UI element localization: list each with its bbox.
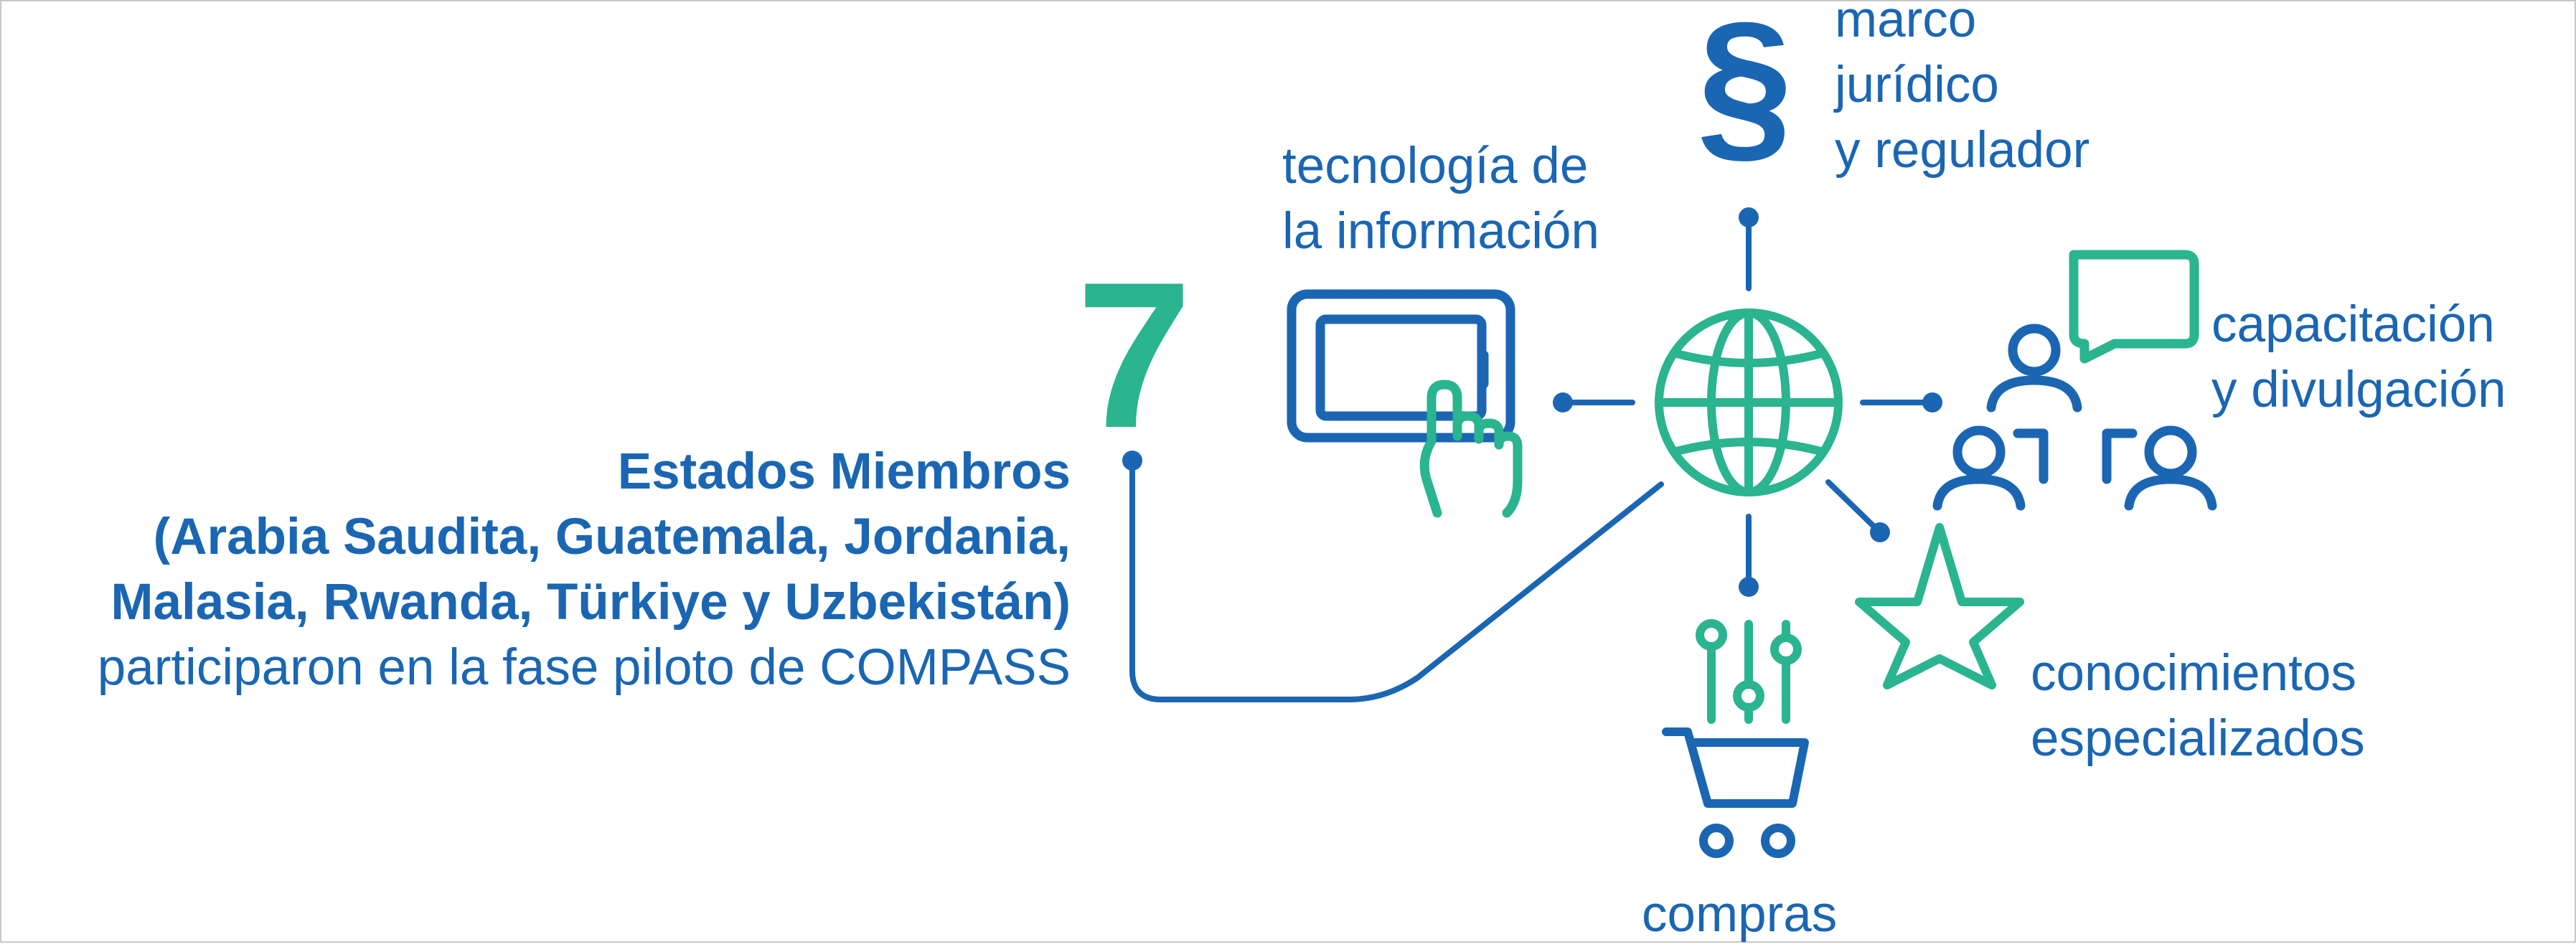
label-expertise: conocimientos especializados [2031,641,2365,771]
connector-procurement [1739,514,1759,597]
member-count: 7 [1076,239,1193,471]
people-chat-icon [1932,250,2217,511]
connector-expertise [1825,479,1890,542]
connector-it [1553,392,1635,413]
member-states-list-1: (Arabia Saudita, Guatemala, Jordania, [153,509,1071,565]
member-states-list-2: Malasia, Rwanda, Türkiye y Uzbekistán) [111,574,1071,631]
label-it-line2: la información [1282,203,1599,260]
tablet-touch-icon [1287,289,1523,518]
connector-legal [1739,207,1759,291]
label-legal-line3: y regulador [1835,122,2090,179]
cart-sliders-icon [1662,619,1809,858]
label-procurement: compras [1642,882,1837,947]
member-states-text: Estados Miembros (Arabia Saudita, Guatem… [98,439,1071,700]
label-it: tecnología de la información [1282,133,1599,264]
label-training-line1: capacitación [2211,296,2495,353]
star-icon [1855,523,2024,689]
label-expertise-line1: conocimientos [2031,645,2356,702]
member-states-caption: participaron en la fase piloto de COMPAS… [97,639,1071,696]
label-it-line1: tecnología de [1282,138,1589,194]
section-sign-icon: § [1697,0,1793,179]
connector-member-states [1122,451,1664,702]
label-training-line2: y divulgación [2211,362,2506,418]
label-training: capacitación y divulgación [2211,292,2506,423]
globe-icon [1655,308,1843,496]
label-legal-line2: jurídico [1835,57,1999,113]
label-legal-line1: marco [1835,0,1977,48]
label-procurement-line1: compras [1642,886,1838,943]
connector-training [1860,392,1942,413]
label-legal: marco jurídico y regulador [1835,0,2090,183]
member-states-heading: Estados Miembros [617,443,1071,500]
label-expertise-line2: especializados [2031,710,2365,767]
